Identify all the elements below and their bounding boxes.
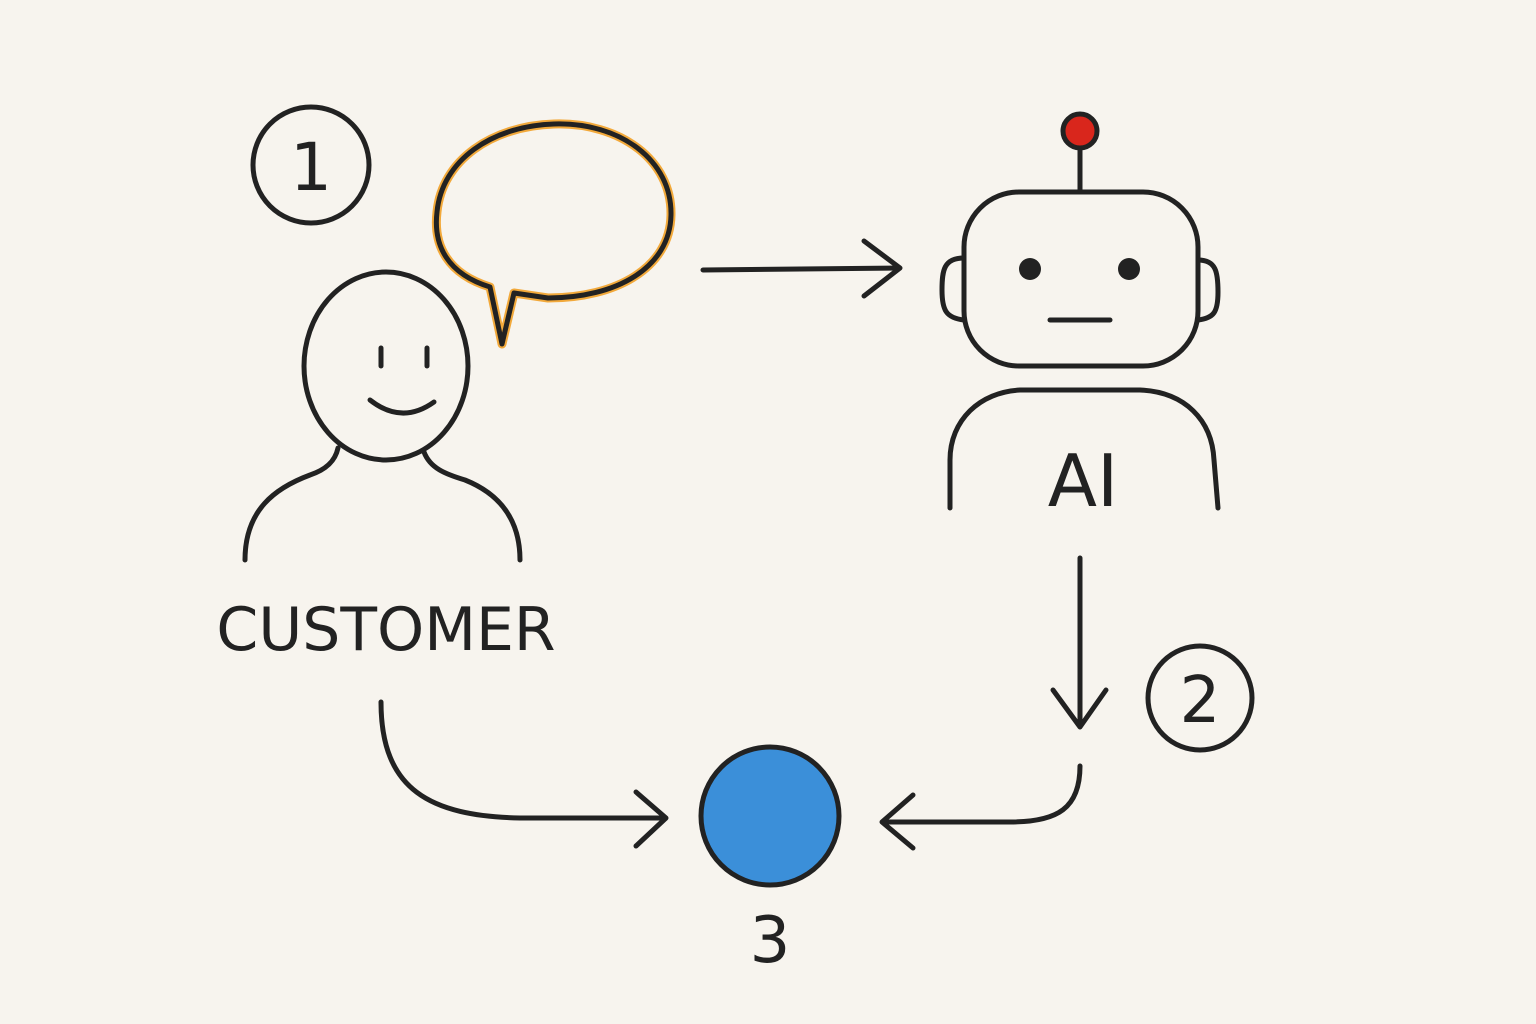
step-1-number: 1 — [290, 129, 332, 206]
robot-head — [961, 189, 1201, 369]
step-1-circle — [250, 104, 372, 226]
robot-antenna-light — [1060, 111, 1100, 151]
customer-label: CUSTOMER — [216, 595, 555, 665]
step-2-circle — [1145, 643, 1255, 753]
arrow-ai-endpoint-head — [879, 792, 916, 851]
arrow-to-ai-head — [861, 238, 903, 299]
arrow-to-ai — [700, 238, 903, 299]
arrow-to-ai-shaft — [700, 265, 901, 273]
person-right-shoulder — [421, 449, 523, 563]
person-left-shoulder — [242, 445, 341, 563]
speech-bubble-icon — [431, 119, 676, 349]
endpoint-dot — [698, 744, 842, 888]
speech-bubble-ink — [433, 121, 674, 347]
robot-right-eye — [1118, 258, 1140, 280]
arrow-ai-endpoint-shaft — [882, 763, 1083, 825]
arrow-down-head — [1050, 687, 1109, 730]
arrow-down-from-ai — [1050, 555, 1109, 730]
robot-right-ear — [1195, 257, 1221, 323]
person-icon — [242, 269, 523, 563]
speech-bubble-outline — [431, 119, 676, 349]
ai-label: AI — [1048, 439, 1119, 523]
arrow-from-customer-to-endpoint — [378, 699, 669, 849]
step-2-badge: 2 — [1145, 643, 1255, 753]
robot-body — [947, 387, 1221, 511]
step-1-badge: 1 — [250, 104, 372, 226]
person-smile — [367, 397, 437, 416]
robot-icon — [939, 111, 1221, 511]
step-3-number: 3 — [750, 904, 791, 978]
person-head — [301, 269, 471, 463]
arrow-customer-endpoint-shaft — [378, 699, 667, 821]
arrow-from-ai-to-endpoint — [879, 763, 1083, 851]
step-2-number: 2 — [1180, 664, 1221, 738]
robot-left-ear — [939, 255, 967, 323]
robot-left-eye — [1019, 258, 1041, 280]
arrow-customer-endpoint-head — [633, 789, 669, 849]
